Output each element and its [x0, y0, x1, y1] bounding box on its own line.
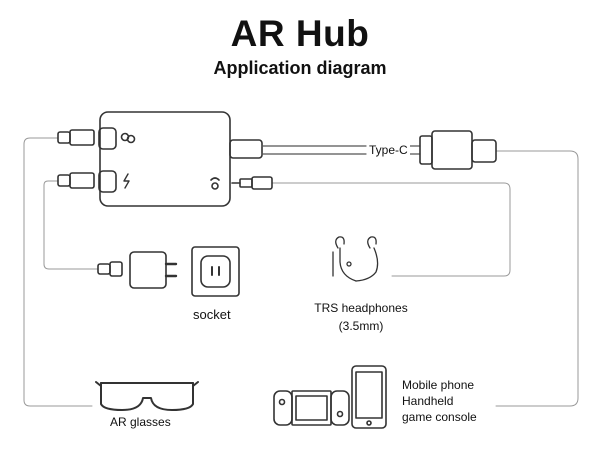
socket-icon [191, 246, 240, 297]
headphones-label-line1: TRS headphones [314, 301, 408, 315]
audio-jack-plug [231, 176, 273, 190]
hub-icon [98, 111, 263, 207]
phone-icon [351, 365, 387, 429]
devices-label-line2: Handheld [402, 394, 454, 408]
charger-icon [97, 251, 178, 289]
typec-label: Type-C [367, 142, 410, 159]
glasses-icon [95, 381, 199, 411]
devices-label-line1: Mobile phone [402, 378, 475, 392]
ar-glasses-label: AR glasses [110, 415, 171, 429]
wire-glasses [23, 137, 93, 407]
wire-typec [495, 150, 579, 407]
connection-wires [23, 137, 579, 407]
devices-label-line3: game console [402, 410, 477, 424]
diagram-title: AR Hub [230, 13, 370, 54]
usb-c-cable-bottom [57, 172, 95, 189]
diagram-subtitle: Application diagram [213, 58, 387, 78]
game-console-icon [273, 390, 350, 426]
headphones-label-line2: (3.5mm) [338, 319, 384, 333]
typec-cable [261, 145, 367, 155]
wire-headphones [271, 182, 511, 277]
wire-charger [43, 180, 99, 270]
usb-c-cable-top [57, 129, 95, 146]
typec-plug-icon [419, 130, 497, 170]
earphones-icon [332, 236, 379, 282]
socket-label: socket [193, 307, 231, 322]
